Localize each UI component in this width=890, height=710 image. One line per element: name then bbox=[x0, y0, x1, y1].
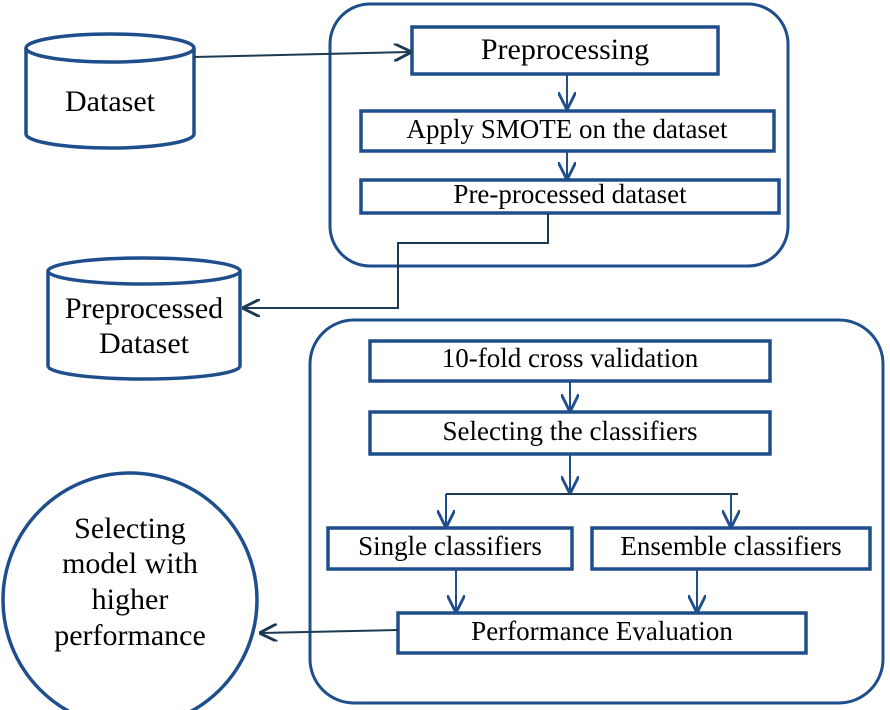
ensemble-classifiers-box: Ensemble classifiers bbox=[590, 526, 872, 571]
selecting-classifiers-label: Selecting the classifiers bbox=[443, 416, 698, 446]
preprocessed-dataset-label-line1: Preprocessed bbox=[65, 292, 223, 325]
ensemble-classifiers-label: Ensemble classifiers bbox=[620, 531, 841, 561]
arrow-preprocessed-step-to-db bbox=[244, 213, 549, 308]
smote-box: Apply SMOTE on the dataset bbox=[359, 109, 776, 153]
classification-group bbox=[308, 318, 885, 705]
selecting-model-line2: model with bbox=[62, 547, 198, 580]
single-classifiers-label: Single classifiers bbox=[358, 531, 542, 561]
arrow-evaluation-to-model bbox=[261, 630, 399, 633]
smote-label: Apply SMOTE on the dataset bbox=[407, 114, 728, 144]
preprocessed-step-box: Pre-processed dataset bbox=[359, 178, 781, 215]
preprocessed-dataset-label-line2: Dataset bbox=[99, 327, 190, 360]
preprocessing-box: Preprocessing bbox=[410, 25, 720, 76]
dataset-label: Dataset bbox=[65, 85, 156, 118]
selecting-classifiers-box: Selecting the classifiers bbox=[368, 410, 772, 456]
preprocessing-group bbox=[328, 2, 790, 268]
preprocessed-dataset-cylinder: Preprocessed Dataset bbox=[46, 256, 242, 381]
preprocessed-step-label: Pre-processed dataset bbox=[453, 179, 687, 209]
cross-validation-box: 10-fold cross validation bbox=[368, 339, 772, 383]
single-classifiers-box: Single classifiers bbox=[326, 526, 574, 571]
selecting-model-line3: higher bbox=[92, 583, 169, 616]
selecting-model-line1: Selecting bbox=[74, 512, 186, 545]
selecting-model-line4: performance bbox=[54, 619, 206, 652]
dataset-cylinder: Dataset bbox=[24, 32, 196, 150]
cross-validation-label: 10-fold cross validation bbox=[442, 343, 699, 373]
performance-evaluation-label: Performance Evaluation bbox=[471, 616, 733, 646]
preprocessing-label: Preprocessing bbox=[481, 33, 649, 66]
arrow-dataset-to-preprocessing bbox=[193, 52, 410, 57]
selecting-model-node: Selecting model with higher performance bbox=[1, 471, 259, 710]
performance-evaluation-box: Performance Evaluation bbox=[396, 611, 808, 655]
